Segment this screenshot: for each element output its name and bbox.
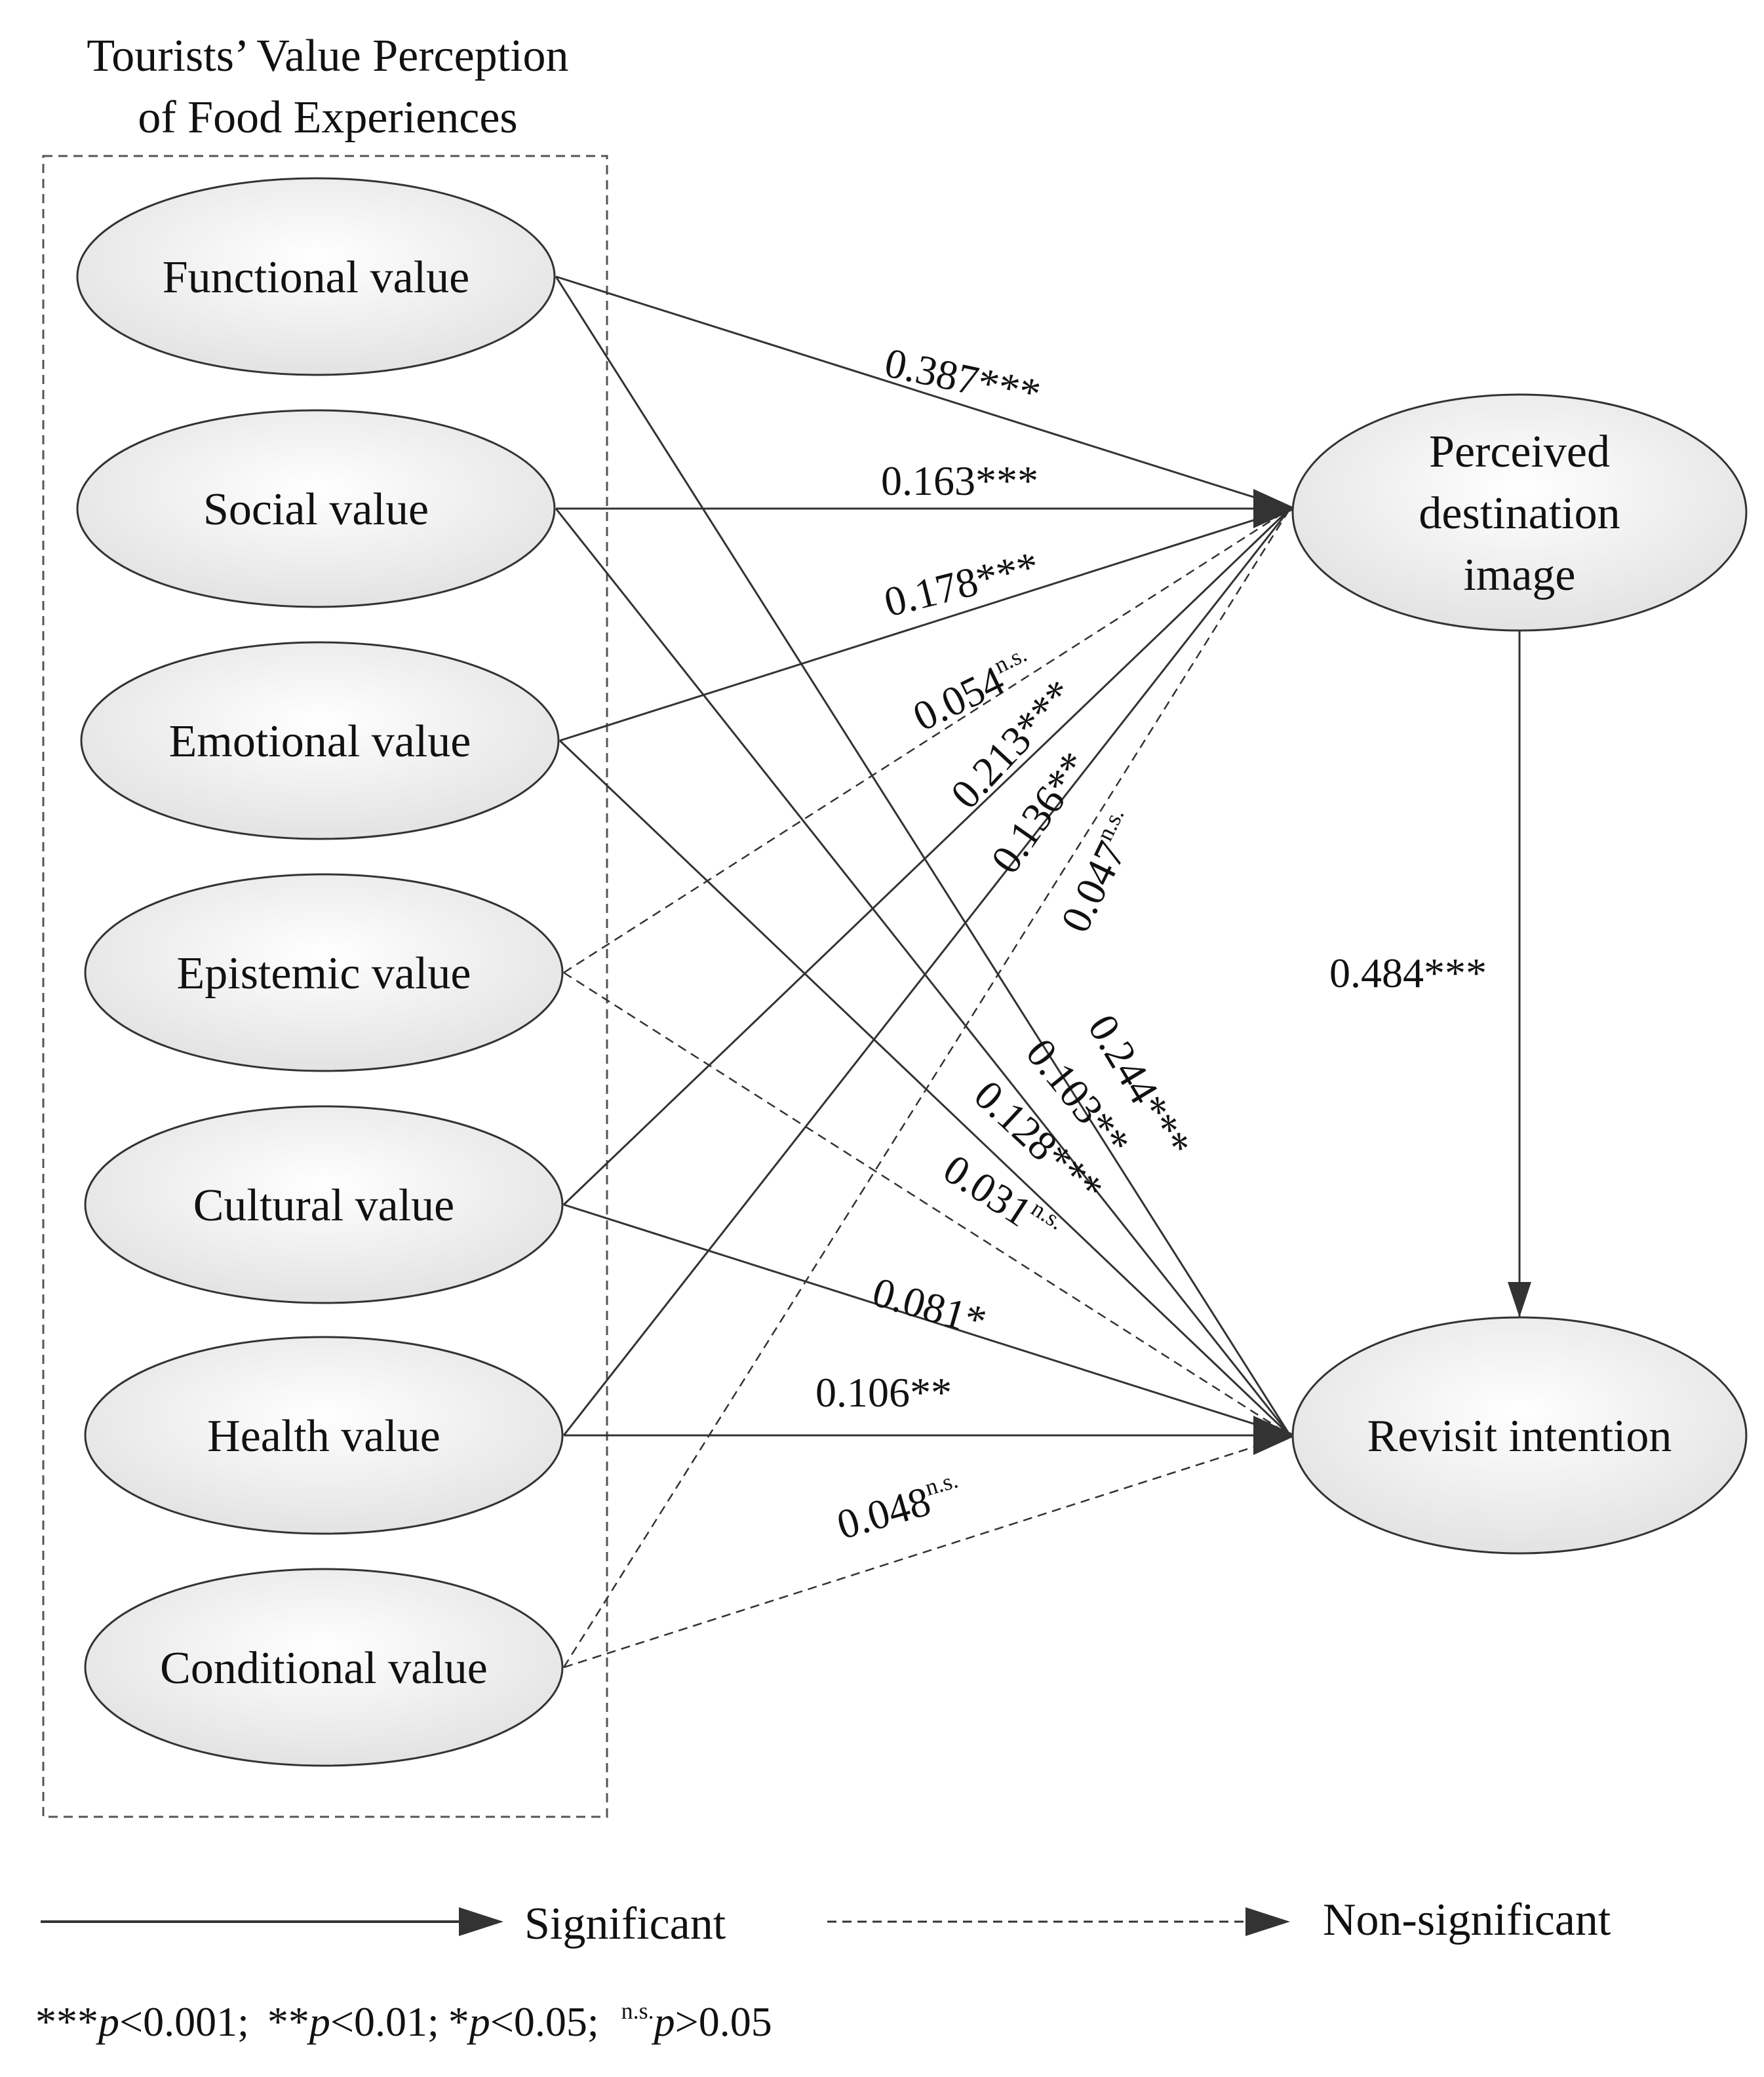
note-rel-3: <0.05; [490, 1998, 599, 2045]
node-label-revisit: Revisit intention [1367, 1411, 1672, 1462]
node-label-health: Health value [207, 1411, 441, 1462]
path-emotional-revisit [559, 739, 1291, 1437]
node-label-epistemic: Epistemic value [176, 948, 471, 999]
note-sup-4: n.s. [621, 1998, 654, 2024]
path-functional-revisit [555, 276, 1291, 1436]
coef-label-image-revisit: 0.484*** [1329, 950, 1487, 996]
legend-significant-label: Significant [524, 1899, 726, 1949]
coef-label-conditional-revisit: 0.048n.s. [831, 1467, 967, 1549]
note-stars-1: *** [35, 1998, 98, 2045]
path-edges [555, 275, 1531, 1669]
node-epistemic [84, 873, 564, 1072]
group-title-line-2: of Food Experiences [138, 92, 517, 143]
legend-nonsignificant-arrowhead [1245, 1907, 1290, 1936]
node-label-emotional: Emotional value [169, 716, 471, 767]
path-conditional-revisit [563, 1434, 1291, 1669]
node-health [84, 1336, 564, 1535]
node-revisit [1291, 1316, 1748, 1555]
coef-label-cultural-revisit: 0.081* [868, 1268, 992, 1345]
note-rel-4: >0.05 [675, 1998, 772, 2045]
path-cultural-revisit [563, 1203, 1291, 1437]
path-conditional-image [562, 508, 1291, 1668]
arrowhead-image [1253, 489, 1297, 528]
legend-significant-arrowhead [459, 1907, 503, 1936]
node-conditional [84, 1568, 564, 1767]
node-label-image-3: image [1463, 550, 1575, 600]
node-label-social: Social value [203, 484, 429, 535]
node-label-conditional: Conditional value [160, 1643, 488, 1694]
note-p-2: p [307, 1998, 330, 2045]
node-functional [76, 177, 556, 376]
legend: Significant Non-significant [41, 1895, 1611, 1949]
value-group-box [42, 155, 608, 1818]
group-title-line-1: Tourists’ Value Perception [87, 31, 568, 81]
path-cultural-image [562, 507, 1291, 1206]
note-p-1: p [96, 1998, 119, 2045]
path-functional-image [555, 275, 1291, 510]
note-stars-2: ** [267, 1998, 309, 2045]
node-label-functional: Functional value [163, 252, 470, 303]
node-label-cultural: Cultural value [193, 1180, 455, 1231]
arrowhead-image-to-revisit [1508, 1282, 1531, 1317]
coef-label-health-revisit: 0.106** [815, 1369, 952, 1416]
legend-nonsignificant-label: Non-significant [1323, 1895, 1611, 1945]
arrowhead-revisit [1253, 1416, 1297, 1455]
path-health-image [562, 508, 1291, 1436]
note-p-3: p [467, 1998, 490, 2045]
path-epistemic-image [563, 507, 1291, 974]
path-social-revisit [555, 508, 1291, 1436]
path-epistemic-revisit [563, 971, 1291, 1437]
note-rel-2: <0.01; [330, 1998, 439, 2045]
note-stars-3: * [448, 1998, 469, 2045]
node-image [1291, 393, 1748, 632]
note-rel-1: <0.001; [119, 1998, 249, 2045]
node-social [76, 409, 556, 608]
path-emotional-image [559, 507, 1291, 742]
coef-label-conditional-image: 0.047n.s. [1050, 804, 1150, 940]
node-cultural [84, 1105, 564, 1304]
node-label-image-1: Perceived [1429, 427, 1610, 477]
coef-label-social-image: 0.163*** [881, 457, 1038, 504]
note-p-4: p [652, 1998, 675, 2045]
node-emotional [80, 641, 560, 840]
node-label-image-2: destination [1419, 488, 1620, 539]
significance-note: ***p<0.001;**p<0.01;*p<0.05;n.s.p>0.05 [35, 1998, 772, 2045]
